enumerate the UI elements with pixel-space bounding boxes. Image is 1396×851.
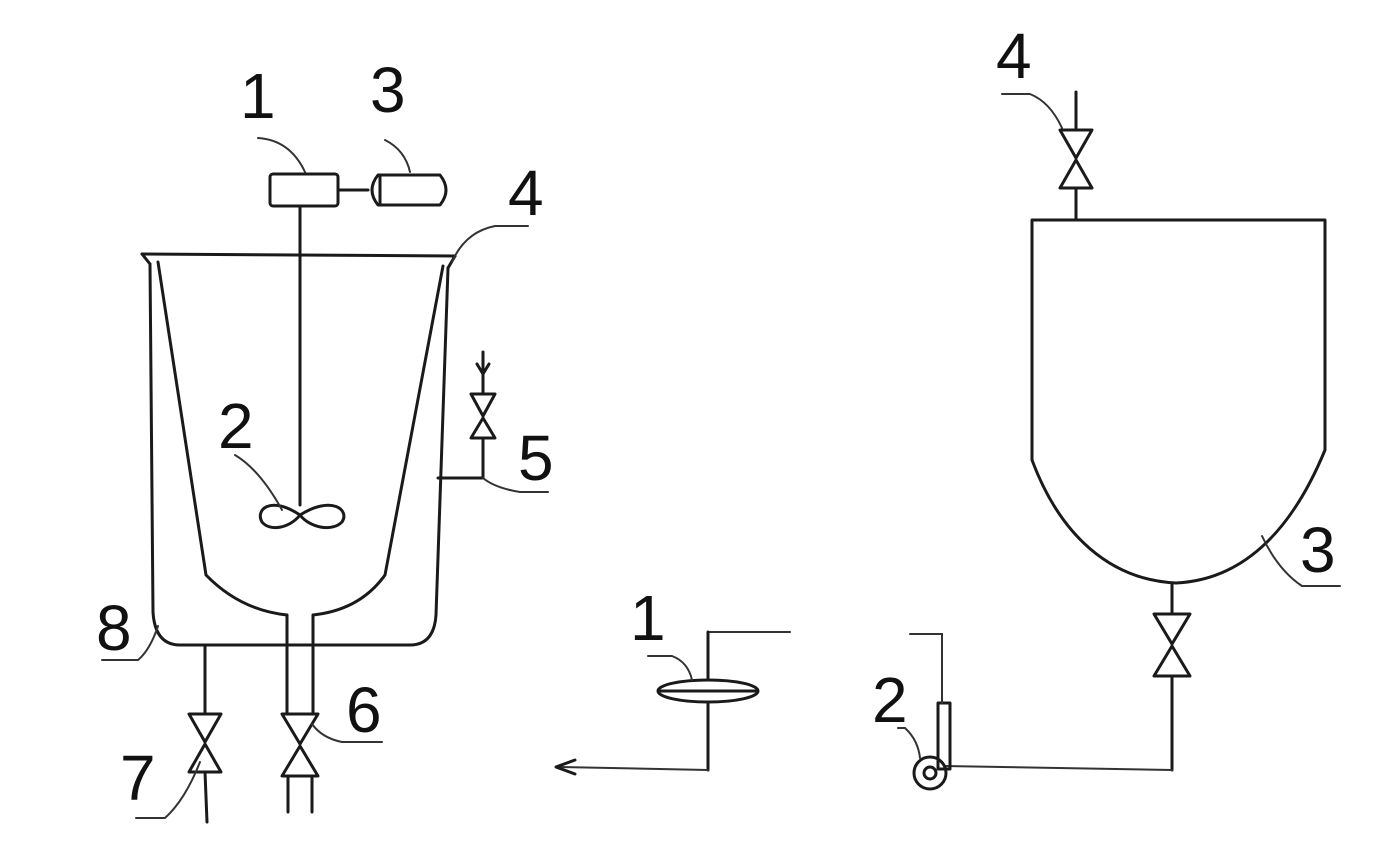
pump-discharge [936, 701, 952, 771]
leader-jacket [101, 625, 159, 661]
leader-reducer [384, 139, 411, 173]
pump-casing [912, 755, 948, 791]
pump-suction-pipe [943, 765, 1173, 771]
side-inlet-pipe [436, 438, 485, 480]
side-inlet-valve [469, 392, 497, 440]
jacket-valve [187, 712, 223, 774]
label-jacket-valve: 7 [120, 742, 156, 814]
bottom-valve [280, 712, 320, 778]
label-rim: 4 [508, 157, 544, 229]
label-motor: 1 [240, 60, 276, 132]
label-filter: 1 [630, 582, 666, 654]
pump-eye [922, 765, 938, 781]
stirred-vessel: 1 3 4 2 5 6 7 8 [96, 54, 554, 824]
leader-rim [451, 225, 529, 263]
label-bottom-valve: 6 [346, 674, 382, 746]
label-pump: 2 [872, 664, 908, 736]
filter-outlet-pipe [559, 766, 709, 771]
filter-body [656, 678, 760, 704]
inner-vessel-wall [156, 260, 445, 617]
leader-tank [1261, 535, 1341, 587]
tank-bottom-valve [1152, 612, 1192, 678]
label-tank: 3 [1300, 514, 1336, 586]
vessel-rim [140, 252, 457, 258]
leader-top-valve [1001, 93, 1063, 129]
label-impeller: 2 [218, 390, 254, 462]
storage-tank: 4 3 2 [872, 20, 1341, 791]
leader-motor [257, 137, 306, 173]
jacket-drain-pipe-low [203, 770, 209, 824]
reducer-capsule [370, 173, 448, 207]
tank-body [1030, 218, 1327, 585]
leader-inlet [482, 477, 549, 493]
vessel-rim-edge-left [140, 252, 152, 266]
label-top-valve: 4 [996, 20, 1032, 92]
leader-impeller [234, 454, 283, 511]
leader-filter [647, 655, 693, 681]
jacket-wall [148, 262, 450, 647]
label-inlet-valve: 5 [518, 422, 554, 494]
pump-discharge-pipe [909, 633, 943, 704]
tank-top-valve [1058, 128, 1094, 190]
side-inlet-arrow [475, 362, 491, 376]
filter-outlet-arrow [554, 758, 577, 776]
leader-pump [897, 727, 921, 759]
leader-bottom-valve [311, 723, 383, 743]
leader-jacket-valve [135, 761, 201, 819]
filter-unit: 1 [554, 582, 791, 776]
motor-box [268, 172, 340, 208]
label-reducer: 3 [370, 54, 406, 126]
label-jacket: 8 [96, 592, 132, 664]
impeller-blades [258, 503, 346, 530]
